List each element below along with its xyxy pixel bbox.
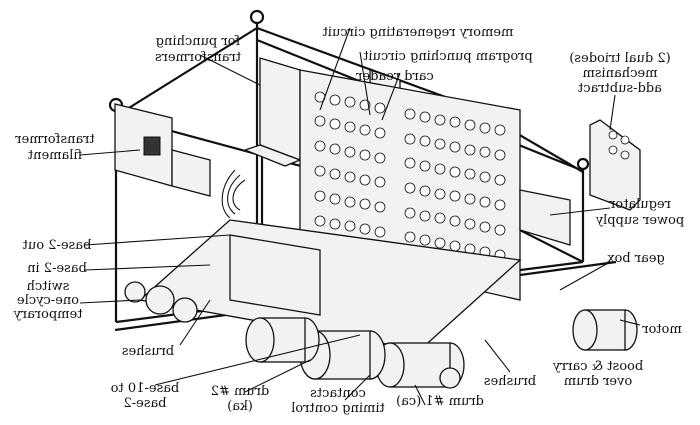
label-brushes-right: brushes [484, 374, 536, 389]
label-carry-drum-2: over drum [564, 374, 632, 389]
label-switch-3: temporary [13, 307, 83, 322]
label-for-punching-transformers-2: transformers [155, 50, 241, 65]
label-base2-in: base-2 in [26, 261, 86, 276]
label-switch-2: one-cycle [17, 293, 79, 308]
label-motor: motor [642, 322, 682, 337]
label-power-supply-2: power supply [595, 213, 684, 228]
label-switch-1: switch [26, 279, 69, 294]
label-add-subtract-1: (2 dual triodes) [569, 51, 670, 66]
label-filament-transformer-2: filament [27, 148, 82, 163]
vacuum-tubes [314, 91, 506, 261]
label-memory-regenerating-circuit: memory regenerating circuit [322, 25, 513, 40]
drums [245, 309, 638, 388]
machine-illustration [108, 9, 641, 389]
label-add-subtract-2: mechanism [583, 66, 658, 81]
label-for-punching-transformers: for punching [156, 34, 241, 49]
label-gear-box: gear box [607, 251, 665, 266]
label-drum2-2: (ka) [227, 399, 253, 414]
label-base10-to-base2-1: base-10 to [111, 381, 180, 396]
leader-lines [79, 27, 641, 406]
label-card-reader: card reader [355, 69, 433, 84]
label-add-subtract-3: add-subtract [577, 81, 662, 96]
label-timing-control-2: timing control [291, 401, 385, 416]
labels: for punching transformers memory regener… [13, 25, 684, 416]
label-brushes-left: brushes [122, 344, 174, 359]
label-filament-transformer-1: transformer [15, 132, 95, 147]
label-carry-drum-1: boost & carry [552, 359, 643, 374]
label-power-supply-1: regulator [608, 197, 671, 212]
label-drum2-1: drum #2 [211, 384, 270, 399]
label-drum1: drum #1 (ca) [396, 394, 484, 409]
label-base10-to-base2-2: base-2 [123, 396, 166, 411]
label-program-punching-circuit: program punching circuit [362, 49, 532, 64]
label-timing-control-1: contacts [310, 386, 366, 401]
label-base2-out: base-2 out [22, 238, 91, 253]
